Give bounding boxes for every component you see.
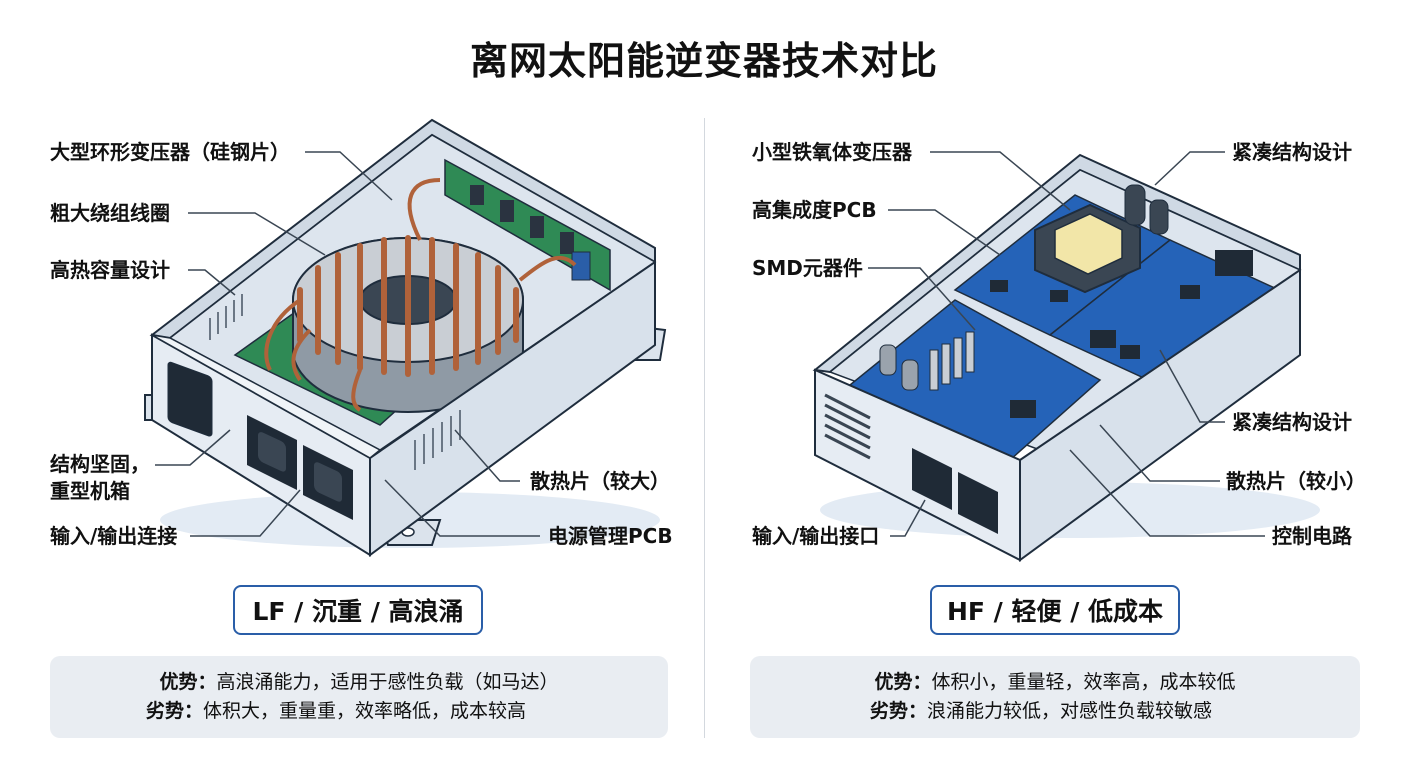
lf-summary-tag: LF / 沉重 / 高浪涌 [233, 585, 483, 635]
hf-inverter-illustration [812, 153, 1302, 562]
label-control-circuit: 控制电路 [1272, 524, 1352, 548]
label-toroidal-transformer: 大型环形变压器（硅钢片） [50, 140, 290, 164]
lf-pros-text: 高浪涌能力，适用于感性负载（如马达） [216, 671, 559, 693]
lf-pros-key: 优势： [159, 671, 217, 693]
hf-pros-text: 体积小，重量轻，效率高，成本较低 [931, 671, 1236, 693]
label-integrated-pcb: 高集成度PCB [752, 198, 877, 222]
label-sturdy-chassis-1: 结构坚固， [50, 452, 150, 476]
label-sturdy-chassis-2: 重型机箱 [50, 479, 130, 503]
label-small-heatsink: 散热片（较小） [1226, 469, 1366, 493]
label-compact-design-top: 紧凑结构设计 [1232, 140, 1352, 164]
hf-summary-tag: HF / 轻便 / 低成本 [930, 585, 1180, 635]
label-io-connection: 输入/输出连接 [50, 524, 178, 548]
label-ferrite-transformer: 小型铁氧体变压器 [752, 140, 912, 164]
lf-cons-key: 劣势： [145, 700, 203, 722]
hf-cons-text: 浪涌能力较低，对感性负载较敏感 [927, 700, 1213, 722]
label-power-pcb: 电源管理PCB [548, 524, 673, 548]
label-thick-winding: 粗大绕组线圈 [50, 201, 170, 225]
label-io-interface: 输入/输出接口 [752, 524, 880, 548]
hf-cons-key: 劣势： [869, 700, 927, 722]
hf-cons-line: 劣势：浪涌能力较低，对感性负载较敏感 [750, 697, 1360, 726]
lf-pros-cons-panel: 优势：高浪涌能力，适用于感性负载（如马达） 劣势：体积大，重量重，效率略低，成本… [50, 656, 668, 738]
page-title: 离网太阳能逆变器技术对比 [469, 39, 938, 83]
label-smd-components: SMD元器件 [752, 256, 863, 280]
lf-cons-text: 体积大，重量重，效率略低，成本较高 [203, 700, 527, 722]
center-divider [704, 118, 705, 738]
lf-pros-line: 优势：高浪涌能力，适用于感性负载（如马达） [50, 668, 668, 697]
lf-inverter-illustration [144, 118, 667, 557]
hf-pros-line: 优势：体积小，重量轻，效率高，成本较低 [750, 668, 1360, 697]
label-compact-design-mid: 紧凑结构设计 [1232, 410, 1352, 434]
hf-pros-key: 优势： [874, 671, 932, 693]
label-large-heatsink: 散热片（较大） [530, 469, 670, 493]
label-thermal-design: 高热容量设计 [50, 258, 170, 282]
hf-pros-cons-panel: 优势：体积小，重量轻，效率高，成本较低 劣势：浪涌能力较低，对感性负载较敏感 [750, 656, 1360, 738]
lf-cons-line: 劣势：体积大，重量重，效率略低，成本较高 [50, 697, 668, 726]
